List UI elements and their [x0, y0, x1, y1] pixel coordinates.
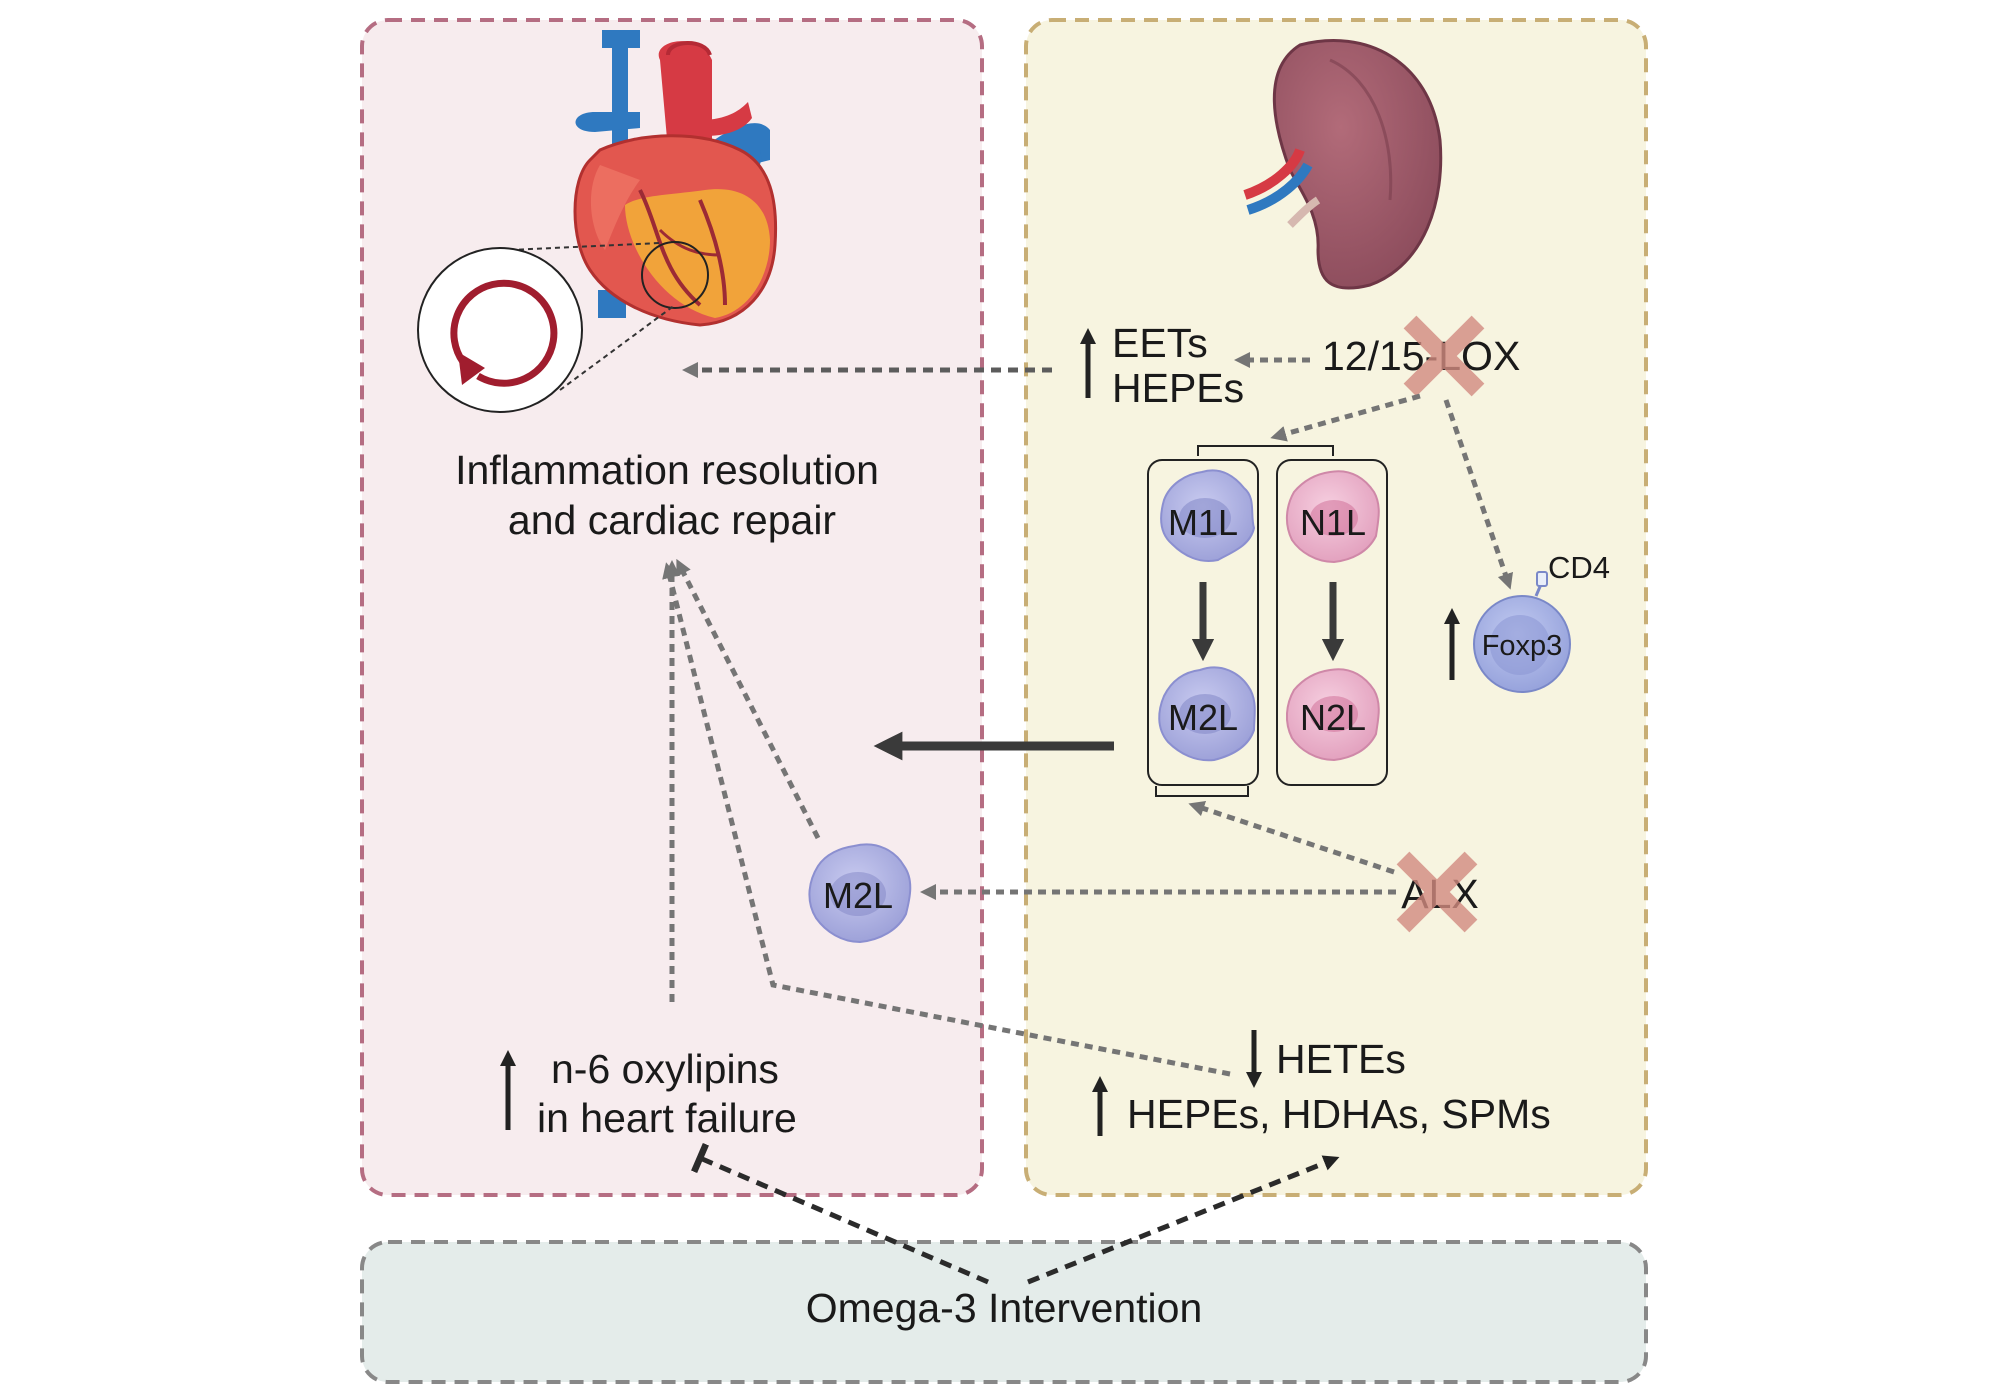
heart-illustration [573, 30, 778, 327]
lox-to-macrophage-arrow [1270, 393, 1421, 442]
n2l-label: N2L [1300, 697, 1366, 738]
cd4-label: CD4 [1548, 550, 1610, 585]
foxp3-label: Foxp3 [1482, 630, 1563, 662]
omega3-to-spm-arrow [1027, 1155, 1340, 1285]
n1l-label: N1L [1300, 502, 1366, 543]
pathway-arrows [662, 351, 1513, 1285]
spm-to-repair-arrow [662, 562, 1231, 1077]
eets-label: EETs [1112, 320, 1208, 366]
m2l-to-repair-arrow [676, 558, 821, 840]
kidney-illustration [1243, 39, 1443, 290]
alx-to-macrophage-arrow [1188, 800, 1395, 875]
lox-to-treg-arrow [1443, 399, 1513, 590]
m1l-label: M1L [1168, 502, 1238, 543]
oxylipins-line-2: in heart failure [537, 1095, 797, 1141]
oxylipins-line-1: n-6 oxylipins [551, 1046, 779, 1092]
hepes-bottom-label: HEPEs, HDHAs, SPMs [1127, 1091, 1551, 1137]
zoom-callout [417, 242, 676, 413]
macrophage-box [1147, 459, 1259, 786]
intervention-panel [360, 1240, 1648, 1384]
outcome-line-1: Inflammation resolution [455, 447, 879, 493]
neutrophil-box [1276, 459, 1388, 786]
alx-inhibition-cross [1396, 851, 1478, 933]
top-bracket [1197, 445, 1334, 456]
m2l-heart-label: M2L [823, 875, 893, 916]
lox-inhibition-cross [1403, 315, 1485, 397]
n1l-cell [1286, 470, 1380, 564]
outcome-line-2: and cardiac repair [508, 497, 836, 543]
n2l-cell [1286, 668, 1380, 762]
intervention-label: Omega-3 Intervention [806, 1285, 1203, 1331]
hetes-label: HETEs [1276, 1036, 1406, 1082]
hepes-top-label: HEPEs [1112, 365, 1244, 411]
cycle-arrow-icon [450, 279, 558, 387]
bottom-bracket [1155, 786, 1249, 797]
omega3-inhibits-oxylipins [691, 1142, 989, 1285]
m2l-box-label: M2L [1168, 697, 1238, 738]
